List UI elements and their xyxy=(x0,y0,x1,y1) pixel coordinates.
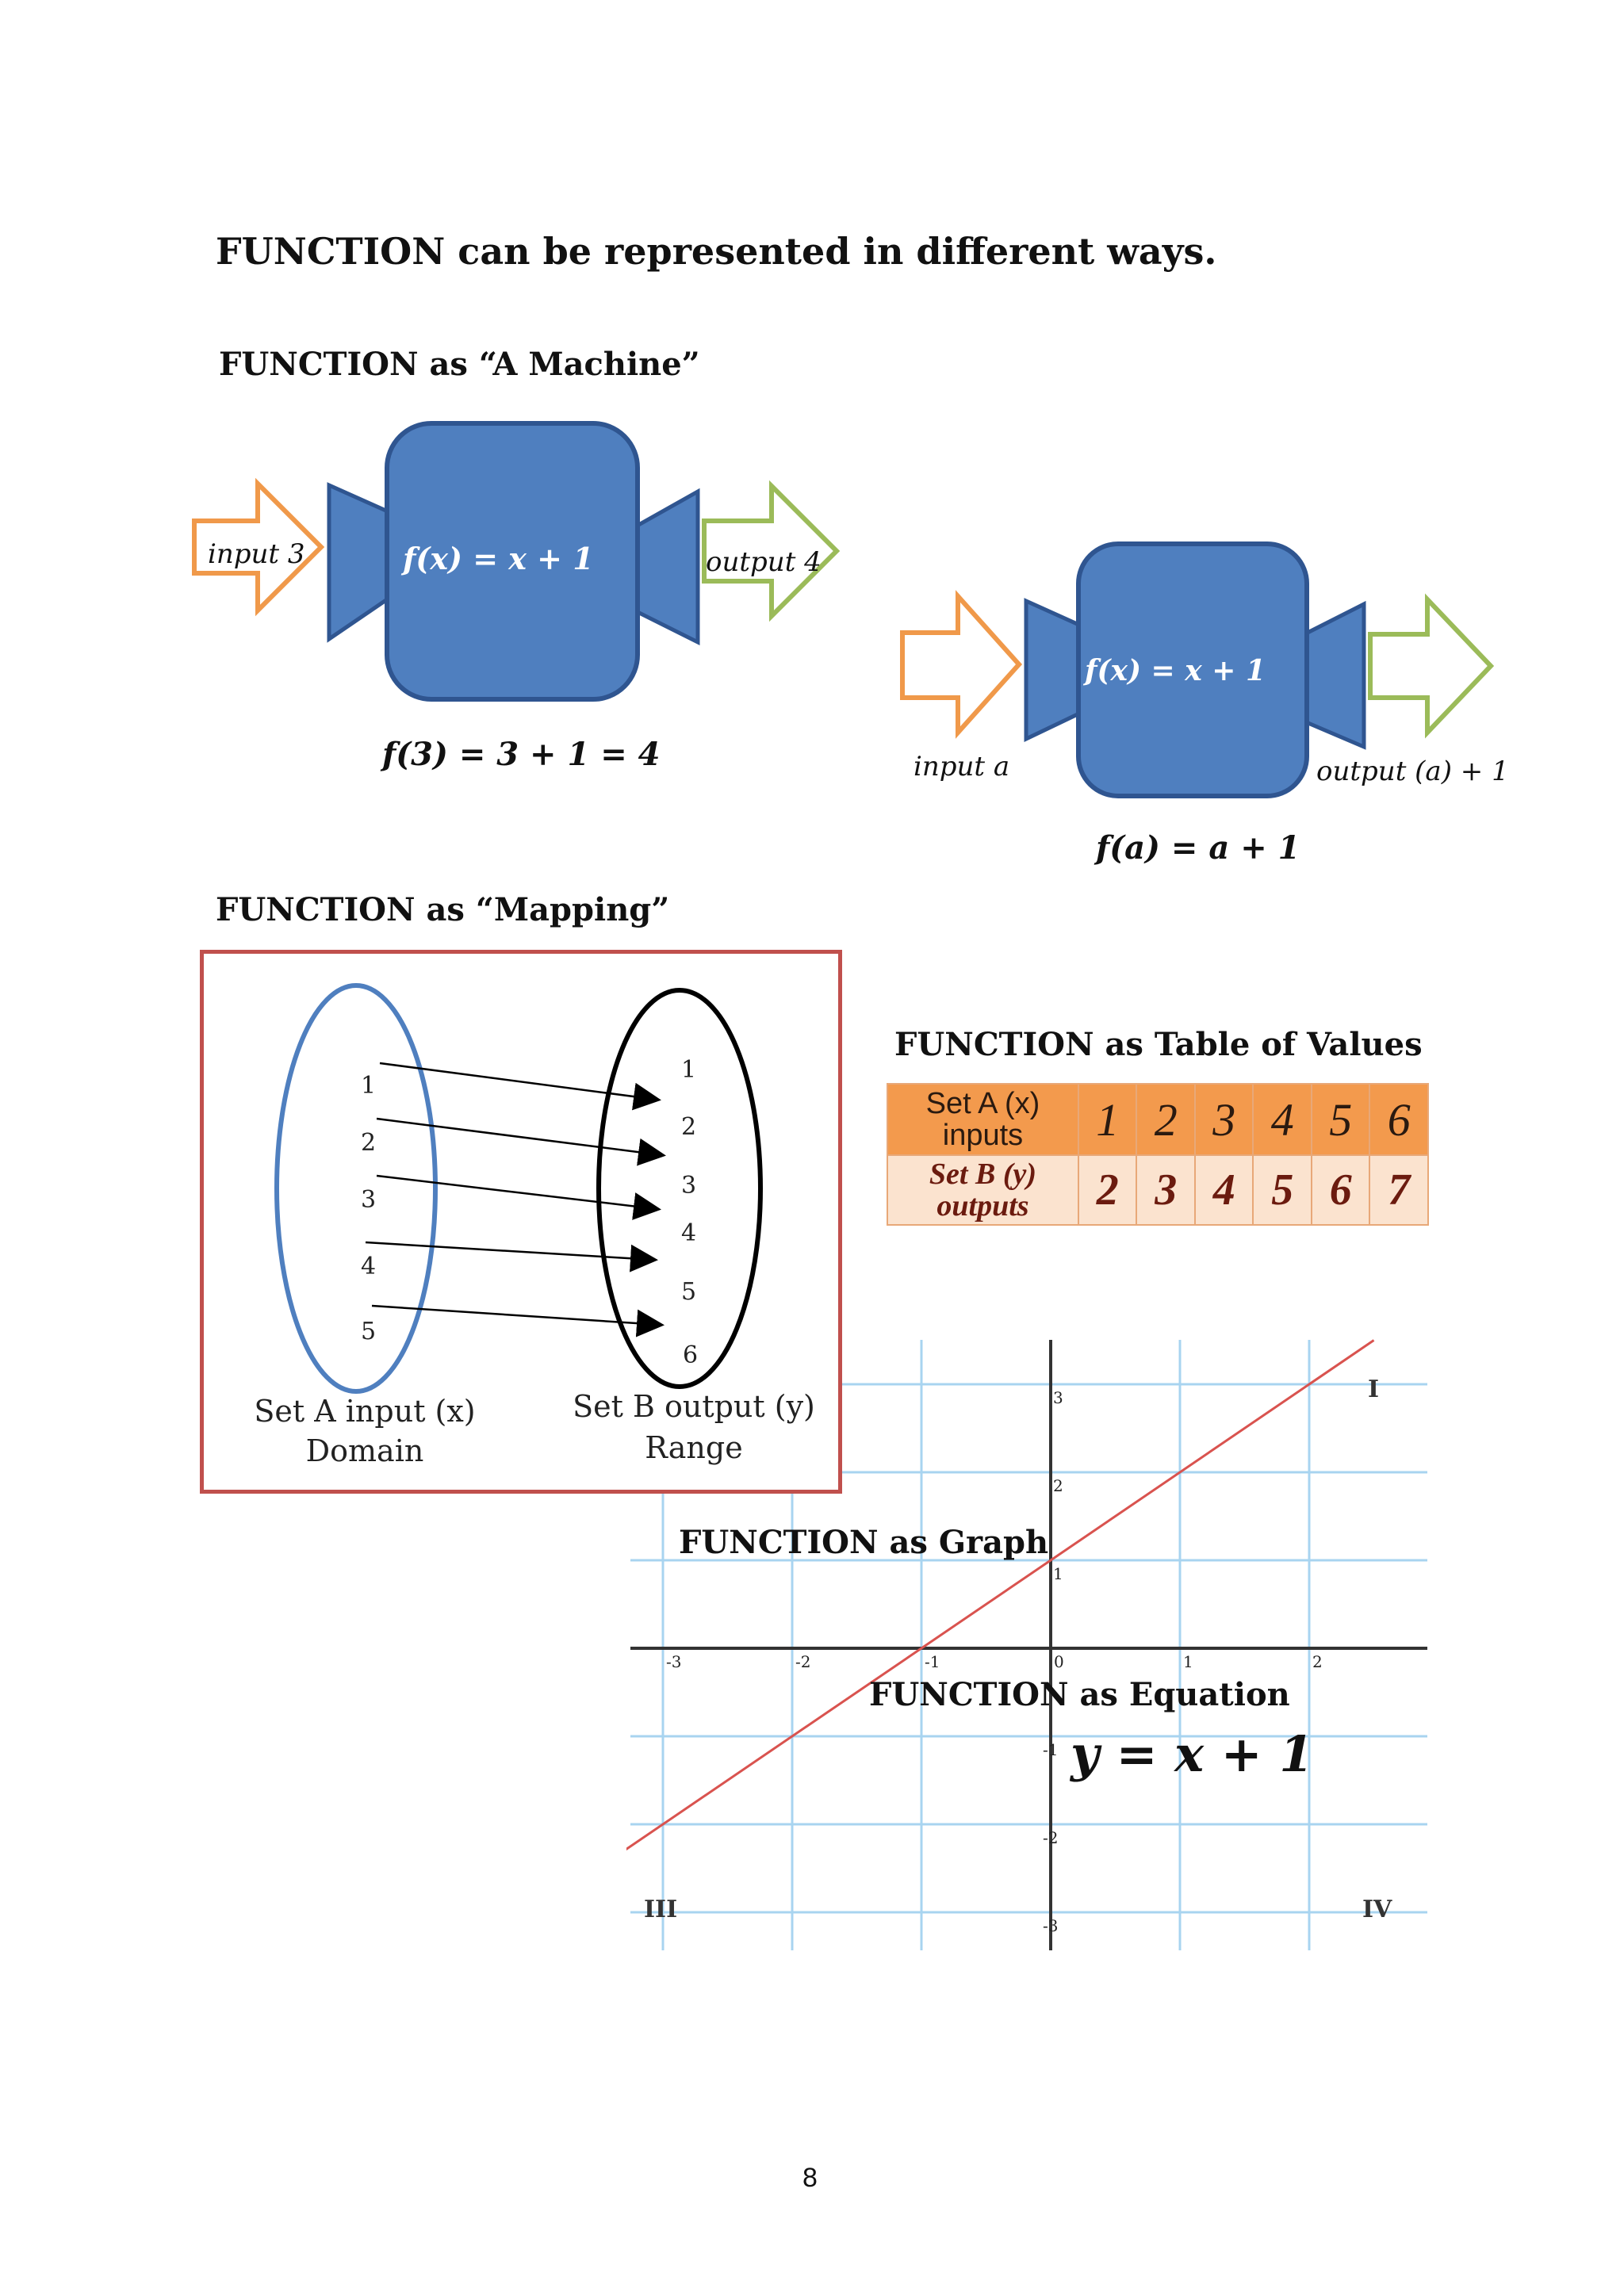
x-tick-label: -1 xyxy=(925,1652,940,1671)
set-a-element: 2 xyxy=(361,1129,376,1157)
x-tick-label: -3 xyxy=(666,1652,681,1671)
table-cell-output: 3 xyxy=(1136,1154,1196,1226)
set-b-oval xyxy=(596,988,763,1389)
set-b-element: 3 xyxy=(681,1172,696,1200)
table-section-title: FUNCTION as Table of Values xyxy=(894,1026,1423,1063)
table-header-outputs-line1: Set B (y) xyxy=(929,1158,1036,1191)
set-a-oval xyxy=(274,983,438,1394)
output-arrow xyxy=(702,480,841,622)
mapping-section-title: FUNCTION as “Mapping” xyxy=(216,891,670,928)
set-a-element: 1 xyxy=(361,1072,376,1100)
output-arrow xyxy=(1368,593,1495,739)
x-tick-labels: -3 -2 -1 0 1 2 xyxy=(666,1652,1323,1671)
machine-box xyxy=(1076,541,1309,798)
quadrant-i-label: I xyxy=(1368,1376,1379,1403)
input-arrow xyxy=(192,477,325,617)
values-table: Set A (x) inputs 1 2 3 4 5 6 Set B (y) o… xyxy=(887,1083,1429,1226)
table-cell-input: 4 xyxy=(1252,1083,1312,1156)
y-tick-label: 1 xyxy=(1053,1564,1063,1583)
machine-diagram-1: input 3 f(x) = x + 1 output 4 xyxy=(192,421,841,702)
table-header-outputs-line2: outputs xyxy=(936,1189,1029,1223)
set-a-element: 5 xyxy=(361,1318,376,1345)
machine-box xyxy=(385,421,640,702)
table-cell-output: 4 xyxy=(1193,1154,1254,1226)
machine-1-evaluation: f(3) = 3 + 1 = 4 xyxy=(382,736,661,773)
machine-2-evaluation: f(a) = a + 1 xyxy=(1096,829,1300,867)
x-tick-label: -2 xyxy=(795,1652,810,1671)
y-tick-label: 2 xyxy=(1053,1476,1063,1495)
table-row-inputs: Set A (x) inputs 1 2 3 4 5 6 xyxy=(887,1083,1429,1156)
table-header-inputs-line2: inputs xyxy=(942,1119,1024,1152)
mapping-arrow xyxy=(379,1062,661,1111)
y-tick-labels: 3 2 1 -1 -2 -3 xyxy=(1043,1388,1063,1935)
table-cell-input: 6 xyxy=(1369,1083,1429,1156)
input-arrow xyxy=(900,590,1023,739)
table-cell-output: 2 xyxy=(1077,1154,1138,1226)
page-number: 8 xyxy=(802,2163,818,2193)
machine-right-funnel xyxy=(632,488,700,646)
table-cell-input: 2 xyxy=(1136,1083,1196,1156)
table-cell-output: 7 xyxy=(1369,1154,1429,1226)
set-b-element: 6 xyxy=(683,1341,698,1369)
set-a-element: 3 xyxy=(361,1186,376,1214)
equation-text: y = x + 1 xyxy=(1071,1725,1314,1783)
quadrant-iii-label: III xyxy=(644,1896,677,1923)
input-label: input a xyxy=(914,751,1009,783)
output-label: output (a) + 1 xyxy=(1316,756,1509,787)
table-row-outputs: Set B (y) outputs 2 3 4 5 6 7 xyxy=(887,1154,1429,1226)
set-b-element: 4 xyxy=(681,1219,696,1247)
quadrant-iv-label: IV xyxy=(1362,1896,1392,1923)
y-tick-label: -3 xyxy=(1043,1916,1058,1935)
y-tick-label: -2 xyxy=(1043,1828,1058,1847)
table-header-inputs: Set A (x) inputs xyxy=(887,1083,1079,1156)
machine-rule: f(x) = x + 1 xyxy=(1082,654,1266,687)
x-tick-label: 1 xyxy=(1183,1652,1193,1671)
table-cell-input: 5 xyxy=(1310,1083,1371,1156)
set-b-label: Set B output (y) xyxy=(573,1389,815,1424)
page-heading: FUNCTION can be represented in different… xyxy=(216,230,1217,273)
x-tick-label: 0 xyxy=(1054,1652,1064,1671)
machine-diagram-2: input a f(x) = x + 1 output (a) + 1 xyxy=(900,541,1509,798)
y-tick-label: -1 xyxy=(1043,1740,1058,1759)
mapping-arrow xyxy=(376,1174,661,1220)
mapping-arrow xyxy=(376,1117,666,1166)
mapping-diagram: 1 2 3 4 5 1 2 3 4 5 6 Set A input (x) Do… xyxy=(254,983,815,1468)
machine-section-title: FUNCTION as “A Machine” xyxy=(219,346,700,383)
table-cell-output: 6 xyxy=(1310,1154,1371,1226)
machine-rule: f(x) = x + 1 xyxy=(400,541,594,576)
mapping-arrow xyxy=(371,1304,665,1337)
table-cell-input: 1 xyxy=(1077,1083,1138,1156)
table-cell-output: 5 xyxy=(1252,1154,1312,1226)
function-line xyxy=(626,1339,1375,1851)
mapping-arrow xyxy=(365,1241,658,1272)
machine-left-funnel xyxy=(1024,598,1085,742)
set-b-element: 2 xyxy=(681,1113,696,1141)
mapping-frame: 1 2 3 4 5 1 2 3 4 5 6 Set A input (x) Do… xyxy=(200,950,842,1494)
table-cell-input: 3 xyxy=(1193,1083,1254,1156)
table-header-inputs-line1: Set A (x) xyxy=(925,1087,1040,1120)
input-label: input 3 xyxy=(208,538,305,570)
set-b-element: 5 xyxy=(681,1278,696,1306)
set-b-sublabel: Range xyxy=(645,1430,742,1465)
y-tick-label: 3 xyxy=(1053,1388,1063,1407)
machine-right-funnel xyxy=(1302,600,1366,750)
output-label: output 4 xyxy=(706,546,822,578)
set-b-element: 1 xyxy=(681,1056,696,1084)
x-tick-label: 2 xyxy=(1312,1652,1323,1671)
graph-section-title: FUNCTION as Graph xyxy=(679,1524,1049,1561)
equation-section-title: FUNCTION as Equation xyxy=(869,1676,1290,1713)
set-a-sublabel: Domain xyxy=(306,1433,424,1468)
table-header-outputs: Set B (y) outputs xyxy=(887,1154,1079,1226)
set-a-element: 4 xyxy=(361,1253,376,1280)
set-a-label: Set A input (x) xyxy=(254,1394,475,1429)
